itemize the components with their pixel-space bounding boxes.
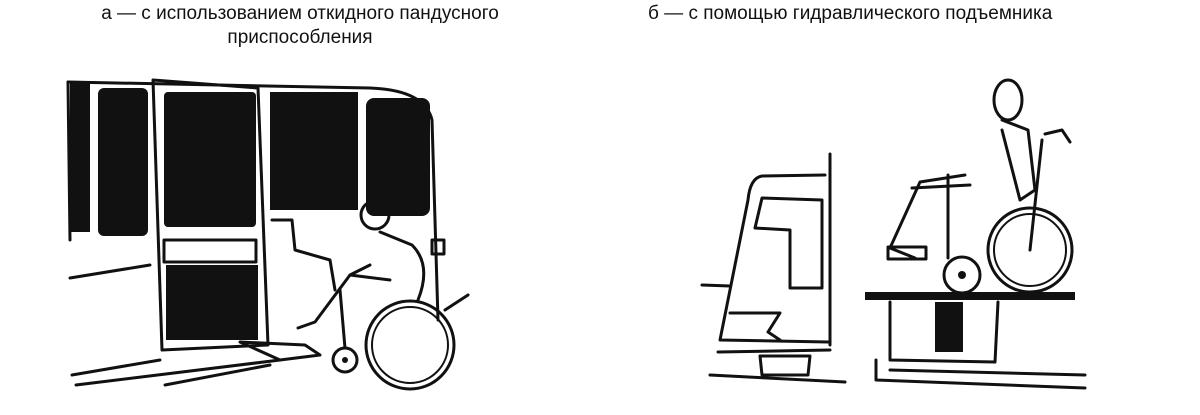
figure-a-caption: а — с использованием откидного пандусног… <box>0 2 600 50</box>
figure-b-caption: б — с помощью гидравлического подъемника <box>600 2 1200 26</box>
figure-a-caption-line1: а — с использованием откидного пандусног… <box>101 3 499 24</box>
figure-a-caption-line2: приспособления <box>227 27 373 48</box>
figure-a-illustration <box>40 60 500 415</box>
figure-b-caption-line1: б — с помощью гидравлического подъемника <box>648 3 1053 24</box>
van-ramp-boarding-icon <box>66 78 470 391</box>
hydraulic-lift-icon <box>700 78 1087 390</box>
figure-b-illustration <box>690 70 1110 415</box>
